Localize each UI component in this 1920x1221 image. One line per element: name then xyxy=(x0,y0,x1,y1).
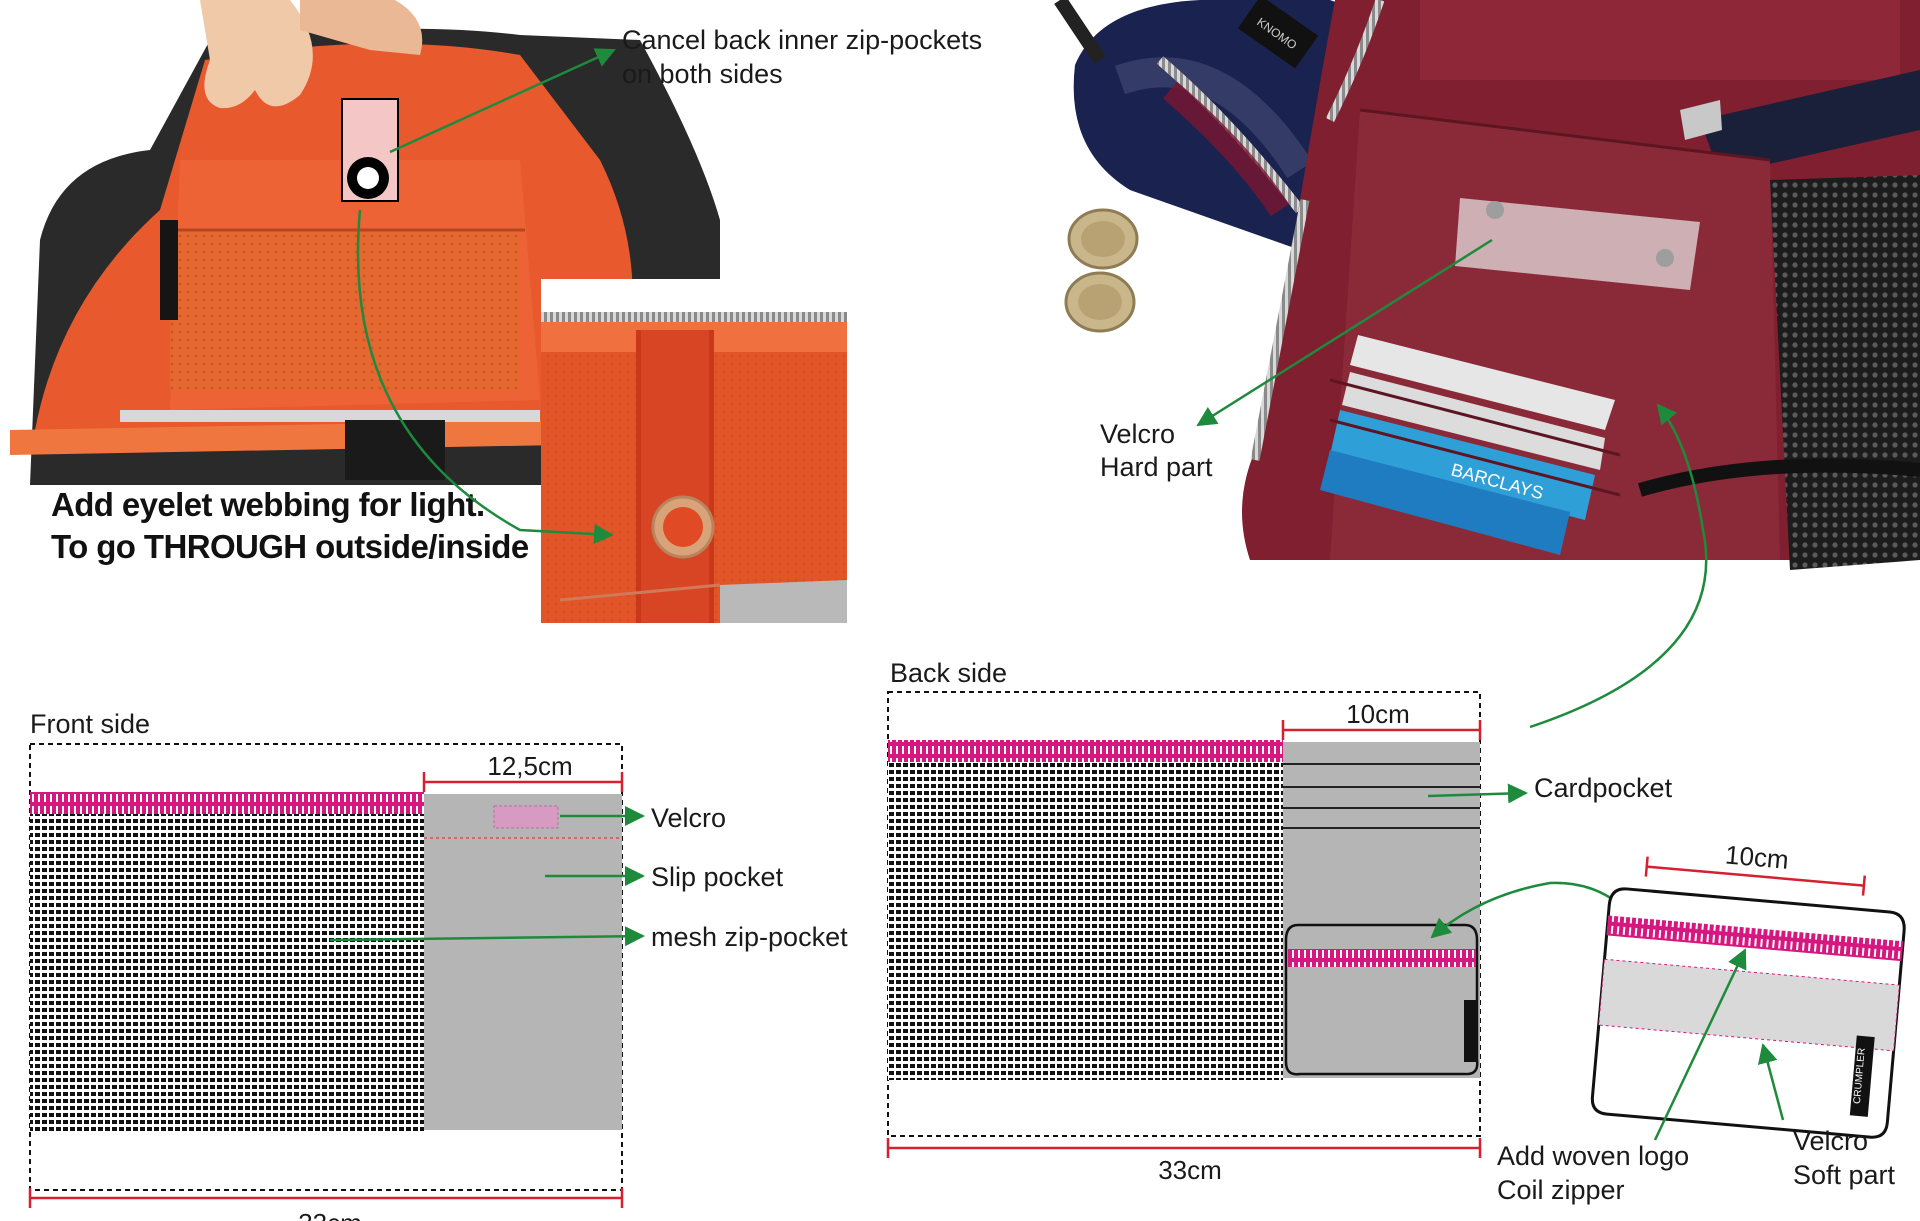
arrow-cardpocket xyxy=(1427,783,1528,804)
front-side-drawing: Front side 12,5cm 33cm xyxy=(28,709,624,1221)
back-callout-cardpocket: Cardpocket xyxy=(1534,773,1673,803)
eyelet-inset-photo xyxy=(541,279,847,623)
arrow-woven-logo xyxy=(1653,948,1747,1141)
pouch-velcro-soft xyxy=(1598,958,1900,1052)
front-callout-velcro: Velcro xyxy=(651,803,726,833)
arrow-cardpocket-photo xyxy=(1529,403,1708,729)
front-callout-slip-pocket: Slip pocket xyxy=(651,862,784,892)
arrow-front-mesh xyxy=(329,926,645,947)
annotation-logo-line2: Coil zipper xyxy=(1497,1175,1625,1205)
front-total-width: 33cm xyxy=(298,1208,362,1221)
front-slip-pocket xyxy=(424,794,622,1130)
pouch-logo-text: CRUMPLER xyxy=(1852,1048,1868,1105)
back-pocket-width: 10cm xyxy=(1346,699,1410,729)
arrow-cancel xyxy=(389,48,616,154)
front-pocket-width: 12,5cm xyxy=(487,751,572,781)
pouch-width: 10cm xyxy=(1724,839,1790,874)
annotation-velcro-hard-line1: Velcro xyxy=(1100,419,1175,449)
arrow-velcro-hard xyxy=(1196,238,1493,427)
annotation-logo-line1: Add woven logo xyxy=(1497,1141,1689,1171)
back-attached-pouch xyxy=(1284,923,1479,1076)
front-velcro-patch xyxy=(493,805,559,829)
front-mesh-pocket xyxy=(30,804,424,1131)
annotation-eyelet-line1: Add eyelet webbing for light. xyxy=(51,486,485,523)
annotation-eyelet-line2: To go THROUGH outside/inside xyxy=(51,528,529,565)
back-total-width: 33cm xyxy=(1158,1155,1222,1185)
back-zipper xyxy=(888,740,1283,762)
arrow-eyelet xyxy=(356,209,614,545)
annotation-velcro-hard-line2: Hard part xyxy=(1100,452,1213,482)
annotation-cancel-line2: on both sides xyxy=(622,59,783,89)
front-zipper xyxy=(30,792,424,814)
annotation-velcro-soft-line2: Soft part xyxy=(1793,1160,1896,1190)
front-side-title: Front side xyxy=(30,709,150,739)
front-callout-mesh: mesh zip-pocket xyxy=(651,922,848,952)
pouch-woven-logo xyxy=(1849,1035,1875,1117)
small-pouch-drawing: CRUMPLER 10cm xyxy=(1590,839,1906,1139)
arrow-velcro-soft xyxy=(1757,1043,1785,1121)
annotation-cancel-line1: Cancel back inner zip-pockets xyxy=(622,25,982,55)
back-side-title: Back side xyxy=(890,658,1007,688)
pouch-zipper xyxy=(1606,915,1904,962)
back-mesh-pocket xyxy=(888,750,1283,1080)
annotation-velcro-soft-line1: Velcro xyxy=(1793,1126,1868,1156)
wallet-photo: KNOMO BARCLAYS xyxy=(1054,0,1920,570)
back-side-drawing: Back side 10cm 33cm xyxy=(886,658,1482,1185)
